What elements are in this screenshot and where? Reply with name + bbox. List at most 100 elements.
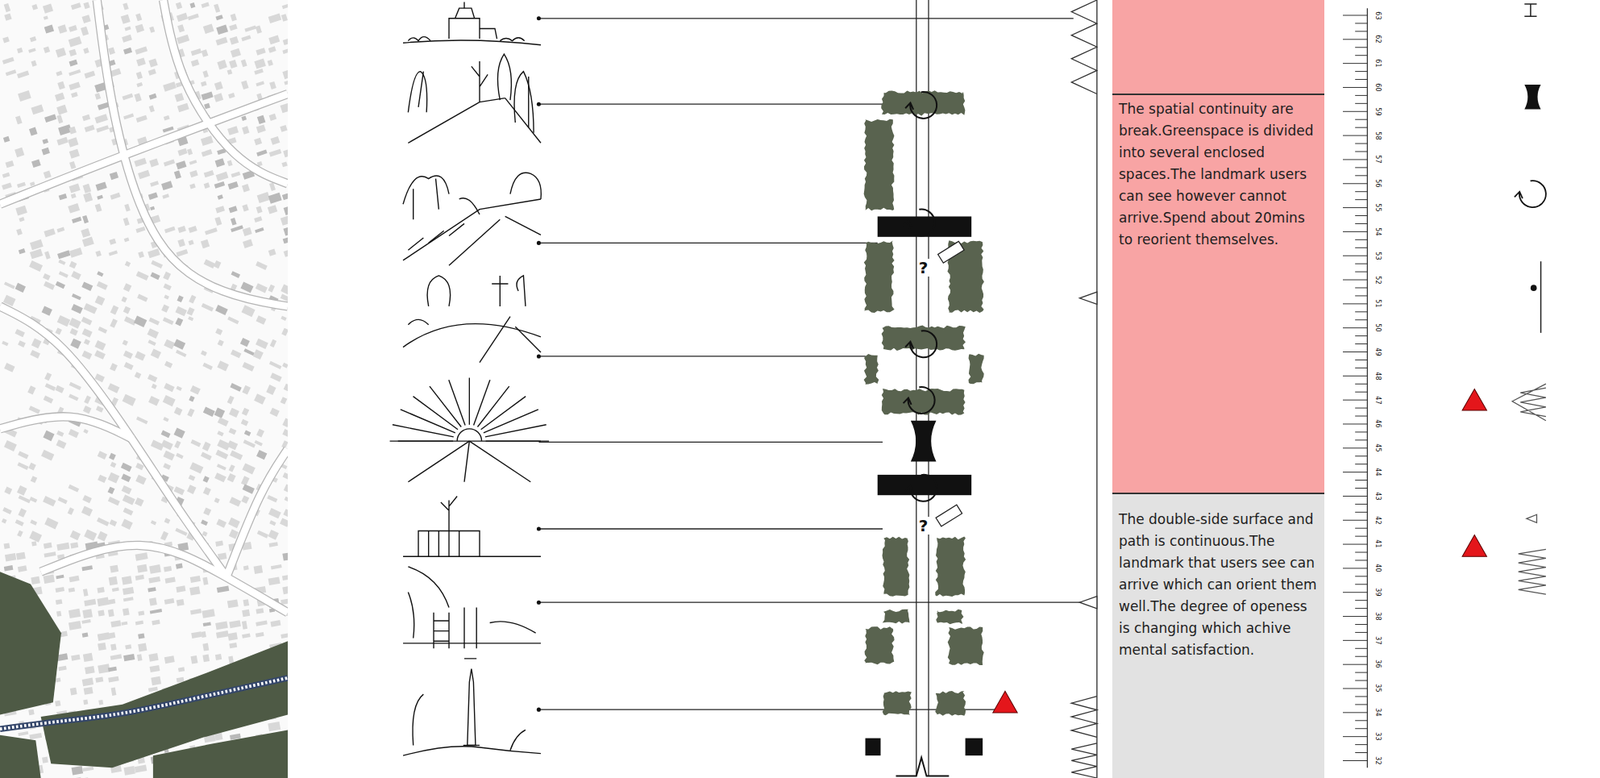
building	[56, 439, 67, 449]
sketch-stroke	[463, 744, 480, 746]
building	[174, 306, 188, 317]
ruler-tick	[1354, 575, 1368, 577]
building	[282, 193, 288, 201]
leader-dot	[536, 16, 541, 21]
ruler-tick	[1354, 479, 1368, 481]
building	[97, 631, 111, 641]
ruler-tick	[1354, 343, 1368, 345]
building	[176, 12, 188, 22]
building	[122, 494, 136, 506]
building	[230, 13, 237, 22]
ruler-tick	[1354, 191, 1368, 192]
building	[241, 609, 250, 617]
sketch-stroke	[510, 172, 541, 200]
building	[55, 281, 66, 289]
building	[243, 439, 256, 448]
building	[121, 575, 133, 585]
ruler-number: 51	[1374, 299, 1382, 308]
building	[215, 157, 225, 167]
building	[203, 103, 211, 110]
building	[188, 474, 196, 482]
building	[214, 216, 222, 226]
building	[70, 91, 79, 98]
building	[282, 148, 288, 158]
ruler-tick	[1342, 495, 1368, 497]
building	[97, 450, 108, 460]
building	[230, 217, 237, 226]
question-mark: ?	[917, 516, 931, 535]
building	[187, 407, 195, 417]
building	[41, 756, 49, 764]
building	[3, 136, 10, 143]
building	[282, 69, 288, 79]
building	[2, 57, 15, 65]
building	[270, 136, 281, 146]
sketch-stroke	[448, 18, 480, 39]
ruler-tick	[1354, 607, 1368, 609]
ruler-tick	[1354, 239, 1368, 241]
building	[161, 180, 173, 191]
building	[213, 4, 221, 13]
building	[2, 172, 11, 179]
ruler-tick	[1342, 375, 1368, 377]
building	[109, 318, 118, 329]
building	[30, 475, 38, 483]
road	[163, 0, 288, 184]
building	[124, 25, 132, 31]
building	[201, 91, 214, 100]
building	[231, 171, 242, 179]
building	[68, 69, 81, 76]
sketch-stroke	[429, 386, 462, 427]
road-edge	[226, 448, 288, 577]
building	[162, 271, 171, 281]
building	[120, 519, 133, 530]
building	[265, 384, 276, 395]
building	[68, 393, 79, 401]
building	[241, 203, 249, 212]
greenspace-block	[881, 325, 966, 351]
building	[70, 541, 79, 549]
ruler-tick	[1354, 295, 1368, 296]
building	[203, 182, 211, 189]
building	[55, 47, 67, 59]
ruler-tick	[1354, 319, 1368, 320]
ruler-tick	[1342, 447, 1368, 449]
building	[270, 619, 281, 628]
ruler-tick	[1342, 735, 1368, 737]
river	[0, 677, 288, 729]
building	[189, 461, 204, 474]
building	[29, 127, 38, 137]
ruler-tick	[1354, 511, 1368, 513]
building	[216, 59, 228, 70]
ruler-tick	[1354, 391, 1368, 393]
ruler-tick	[1354, 743, 1368, 745]
building	[83, 47, 89, 55]
greenspace-block	[935, 536, 966, 597]
building	[228, 464, 236, 472]
building	[4, 440, 17, 452]
building	[83, 777, 88, 778]
building	[95, 295, 106, 306]
building	[148, 686, 158, 693]
ruler-tick	[1354, 263, 1368, 265]
building	[108, 496, 121, 506]
building	[82, 494, 92, 503]
ruler-tick	[1354, 431, 1368, 433]
building	[109, 565, 119, 574]
building	[27, 385, 36, 395]
ruler-number: 62	[1374, 35, 1382, 44]
ruler-tick	[1342, 14, 1368, 16]
building	[68, 620, 82, 631]
sketch-stroke	[403, 746, 541, 756]
building	[279, 124, 287, 133]
building	[94, 113, 109, 124]
building	[189, 170, 198, 178]
building	[162, 462, 171, 470]
building	[68, 36, 83, 47]
building	[190, 575, 201, 583]
ruler-number: 52	[1374, 275, 1382, 284]
leader-dot	[536, 241, 541, 246]
green-space	[153, 729, 288, 778]
ruler-tick	[1342, 62, 1368, 64]
building	[58, 665, 67, 671]
